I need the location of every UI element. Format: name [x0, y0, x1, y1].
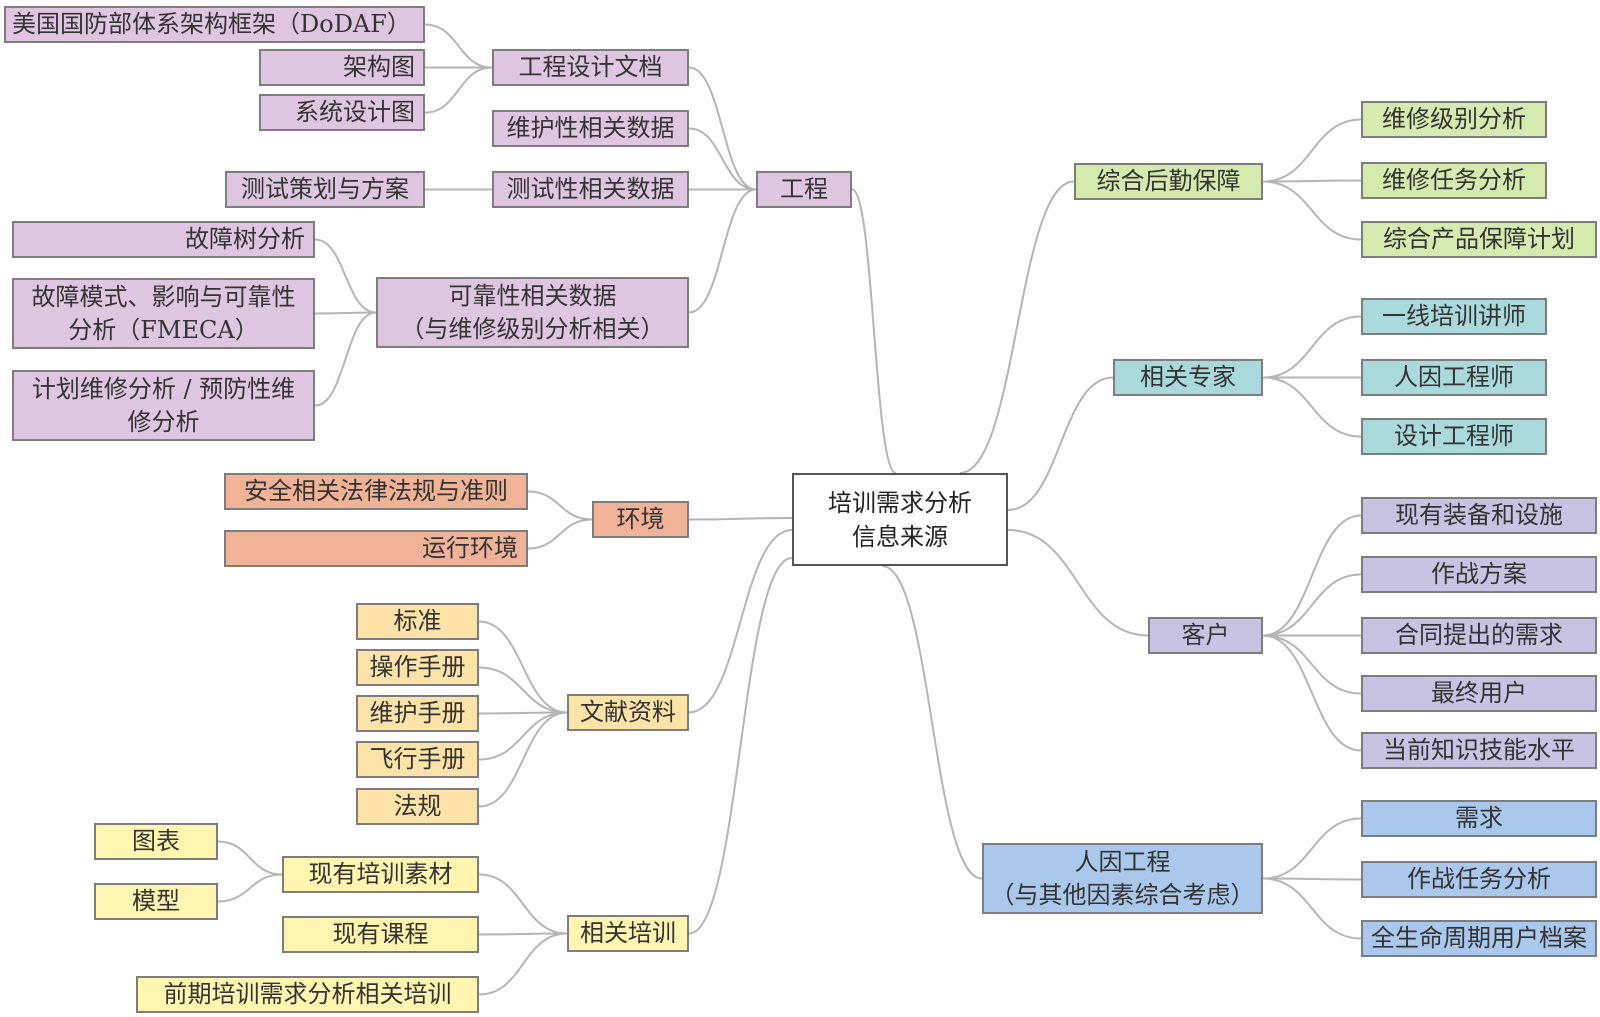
leaf-contract-requirements: 合同提出的需求	[1361, 617, 1597, 654]
branch-related-training: 相关培训	[567, 915, 689, 952]
connector-n-std	[478, 620, 568, 714]
leaf-fault-tree-analysis: 故障树分析	[12, 221, 315, 258]
connector-n-exp	[1007, 376, 1114, 511]
connector-n-equip	[1262, 514, 1362, 637]
leaf-operation-manual: 操作手册	[356, 649, 479, 686]
leaf-regulations: 法规	[356, 788, 479, 825]
leaf-flight-manual: 飞行手册	[356, 741, 479, 778]
connector-n-env	[688, 517, 793, 521]
leaf-operating-environment: 运行环境	[224, 530, 528, 567]
leaf-integrated-product-support-plan: 综合产品保障计划	[1361, 221, 1597, 258]
connector-n-lora	[1262, 118, 1362, 183]
leaf-dodaf: 美国国防部体系架构框架（DoDAF）	[4, 6, 425, 43]
connector-n-mta	[1262, 179, 1362, 183]
connector-n-cust	[1007, 529, 1149, 637]
connector-n-req	[1262, 817, 1362, 880]
leaf-architecture-diagram: 架构图	[259, 49, 425, 86]
leaf-requirements: 需求	[1361, 800, 1597, 837]
connector-n-openv	[527, 518, 593, 550]
connector-n-safety	[527, 490, 593, 521]
leaf-fmeca: 故障模式、影响与可靠性 分析（FMECA）	[12, 278, 315, 349]
connector-n-dodaf	[424, 23, 493, 69]
connector-n-opman	[478, 666, 568, 714]
leaf-operational-concept: 作战方案	[1361, 556, 1597, 593]
leaf-design-engineer: 设计工程师	[1361, 418, 1547, 455]
connector-n-mtman	[478, 711, 568, 715]
branch-engineering: 工程	[756, 171, 852, 208]
leaf-frontline-instructors: 一线培训讲师	[1361, 298, 1547, 335]
leaf-human-factors-engineer: 人因工程师	[1361, 359, 1547, 396]
connector-n-hf	[881, 565, 983, 880]
connector-n-trn	[688, 557, 793, 935]
node-existing-courses: 现有课程	[282, 916, 479, 953]
connector-n-fmeca	[314, 311, 377, 315]
node-testability-data: 测试性相关数据	[492, 171, 689, 208]
connector-n-conops	[1262, 573, 1362, 637]
leaf-current-knowledge-skill-level: 当前知识技能水平	[1361, 732, 1597, 769]
node-existing-training-materials: 现有培训素材	[282, 856, 479, 893]
connector-n-pmaint	[314, 311, 377, 407]
leaf-maintenance-task-analysis: 维修任务分析	[1361, 162, 1547, 199]
leaf-safety-regulations: 安全相关法律法规与准则	[224, 473, 528, 510]
branch-literature: 文献资料	[567, 694, 689, 731]
leaf-planned-maintenance-analysis: 计划维修分析 / 预防性维 修分析	[12, 370, 315, 441]
leaf-test-planning: 测试策划与方案	[225, 171, 425, 208]
node-prior-tna-training: 前期培训需求分析相关培训	[136, 976, 479, 1013]
branch-related-experts: 相关专家	[1113, 359, 1263, 396]
leaf-maintenance-manual: 维护手册	[356, 695, 479, 732]
node-reliability-data: 可靠性相关数据 （与维修级别分析相关）	[376, 277, 689, 348]
branch-integrated-logistics-support: 综合后勤保障	[1074, 163, 1263, 200]
connector-n-exmat	[478, 873, 568, 935]
connector-n-enduser	[1262, 634, 1362, 695]
connector-n-eng	[851, 188, 897, 474]
connector-n-charts	[217, 840, 283, 876]
connector-n-eng-docs	[688, 66, 757, 191]
connector-n-prior	[478, 932, 568, 996]
connector-n-lit	[688, 529, 793, 714]
connector-n-rel	[688, 188, 757, 314]
leaf-lifecycle-user-profile: 全生命周期用户档案	[1361, 920, 1597, 957]
node-maintainability-data: 维护性相关数据	[492, 110, 689, 147]
connector-n-opta	[1262, 877, 1362, 881]
connector-n-maint	[688, 127, 757, 191]
node-engineering-design-docs: 工程设计文档	[492, 49, 689, 86]
leaf-standards: 标准	[356, 603, 479, 640]
leaf-existing-equipment-facilities: 现有装备和设施	[1361, 497, 1597, 534]
leaf-models: 模型	[94, 883, 218, 920]
leaf-charts: 图表	[94, 823, 218, 860]
connector-n-lcup	[1262, 877, 1362, 940]
connector-n-sysdiag	[424, 66, 493, 114]
branch-customer: 客户	[1148, 617, 1263, 654]
branch-human-factors: 人因工程 （与其他因素综合考虑）	[982, 843, 1263, 914]
central-topic: 培训需求分析 信息来源	[792, 473, 1008, 566]
connector-n-deseng	[1262, 376, 1362, 438]
connector-n-ksa	[1262, 634, 1362, 752]
leaf-system-design-diagram: 系统设计图	[259, 94, 425, 131]
leaf-level-of-repair-analysis: 维修级别分析	[1361, 101, 1547, 138]
connector-n-ils	[959, 180, 1075, 474]
connector-n-fta	[314, 238, 377, 314]
branch-environment: 环境	[592, 501, 689, 538]
connector-n-ipsp	[1262, 180, 1362, 241]
leaf-operational-task-analysis: 作战任务分析	[1361, 861, 1597, 898]
connector-n-flman	[478, 711, 568, 761]
connector-n-models	[217, 873, 283, 903]
connector-n-inst	[1262, 315, 1362, 379]
connector-n-excourse	[478, 932, 568, 936]
connector-n-regs	[478, 711, 568, 808]
leaf-end-users: 最终用户	[1361, 675, 1597, 712]
